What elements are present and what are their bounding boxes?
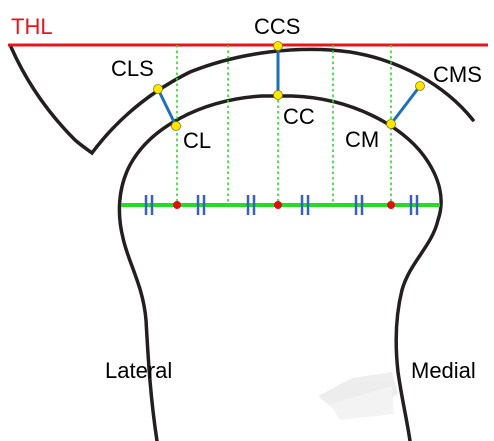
label-ccs: CCS	[254, 14, 300, 39]
cls-point	[154, 85, 163, 94]
label-cl: CL	[183, 128, 211, 153]
label-cc: CC	[283, 104, 315, 129]
label-lateral: Lateral	[105, 358, 172, 383]
watermark	[318, 372, 398, 420]
label-cls: CLS	[111, 56, 154, 81]
ccs-point	[274, 42, 283, 51]
cm-point	[387, 120, 396, 129]
cms-point	[416, 82, 425, 91]
label-medial: Medial	[411, 358, 476, 383]
cl-point	[172, 122, 181, 131]
lateral-thickness-line	[158, 89, 176, 126]
label-cms: CMS	[433, 62, 482, 87]
label-cm: CM	[345, 127, 379, 152]
medial-thickness-line	[391, 86, 420, 124]
label-thl: THL	[11, 14, 53, 39]
cc-point	[274, 91, 283, 100]
